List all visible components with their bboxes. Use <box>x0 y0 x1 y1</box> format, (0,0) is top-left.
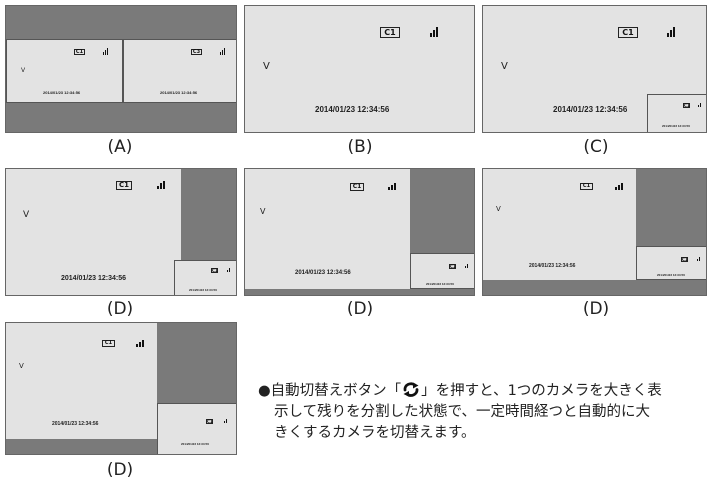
pip-window: C1 2014/01/23 12:34:56 <box>647 94 706 132</box>
mode-mark: V <box>19 362 24 370</box>
timestamp: 2014/01/23 12:34:56 <box>426 282 454 286</box>
mode-mark: V <box>496 205 501 213</box>
camera-tag: C1 <box>681 257 688 262</box>
signal-bars-icon <box>697 257 700 261</box>
caption-c: (C) <box>583 137 609 157</box>
camera-tag: C1 <box>74 49 85 55</box>
camera-tag: C1 <box>206 419 213 424</box>
sub-pane: C1 2014/01/23 12:34:56 <box>157 403 236 454</box>
signal-bars-icon <box>224 419 227 423</box>
camera-tag: C1 <box>380 27 400 38</box>
sub-pane: C1 2014/01/23 12:34:56 <box>174 260 236 295</box>
layout-c-pip: C1 V 2014/01/23 12:34:56 C1 2014/01/23 1… <box>482 5 707 133</box>
signal-bars-icon <box>615 183 623 190</box>
signal-bars-icon <box>136 340 144 347</box>
main-pane: C1 V 2014/01/23 12:34:56 <box>483 169 636 280</box>
timestamp: 2014/01/23 12:34:56 <box>181 442 209 446</box>
timestamp: 2014/01/23 12:34:56 <box>189 288 217 292</box>
mode-mark: V <box>260 207 266 216</box>
auto-switch-icon <box>403 382 419 397</box>
camera-tag: C3 <box>191 49 202 55</box>
description-line-3: きくするカメラを切替えます。 <box>274 425 476 441</box>
layout-a-right-pane: C3 2014/01/23 12:34:56 <box>123 39 236 103</box>
camera-tag: C1 <box>449 264 456 269</box>
description-text-1b: 」を押すと、1つのカメラを大きく表 <box>421 383 662 399</box>
timestamp: 2014/01/23 12:34:56 <box>160 90 198 95</box>
layout-d-variant-4: C1 V 2014/01/23 12:34:56 C1 2014/01/23 1… <box>5 322 237 455</box>
mode-mark: V <box>501 61 508 72</box>
caption-d-3: (D) <box>582 299 610 319</box>
signal-bars-icon <box>388 183 396 190</box>
mode-mark: V <box>263 61 270 72</box>
signal-bars-icon <box>157 181 165 189</box>
description-text-1a: 自動切替えボタン「 <box>270 383 402 399</box>
layout-d-variant-2: C1 V 2014/01/23 12:34:56 C1 2014/01/23 1… <box>244 168 475 296</box>
sub-pane: C1 2014/01/23 12:34:56 <box>636 246 706 280</box>
layout-a-split-two: C1 V 2014/01/23 12:34:56 C3 2014/01/23 1… <box>5 5 237 133</box>
main-pane: C1 V 2014/01/23 12:34:56 <box>6 169 181 295</box>
camera-tag: C1 <box>102 340 115 347</box>
signal-bars-icon <box>667 27 675 37</box>
auto-switch-description: ●自動切替えボタン「 」を押すと、1つのカメラを大きく表 示して残りを分割した状態… <box>258 381 707 444</box>
timestamp: 2014/01/23 12:34:56 <box>52 421 99 427</box>
timestamp: 2014/01/23 12:34:56 <box>657 273 685 277</box>
bullet: ● <box>258 383 271 399</box>
sub-pane: C1 2014/01/23 12:34:56 <box>410 253 474 289</box>
timestamp: 2014/01/23 12:34:56 <box>529 263 576 269</box>
camera-tag: C1 <box>683 103 690 108</box>
signal-bars-icon <box>220 48 225 55</box>
description-line-2: 示して残りを分割した状態で、一定時間経つと自動的に大 <box>274 404 650 420</box>
signal-bars-icon <box>103 48 108 55</box>
camera-tag: C1 <box>211 268 218 273</box>
camera-tag: C1 <box>350 183 364 191</box>
timestamp: 2014/01/23 12:34:56 <box>315 105 390 114</box>
main-pane: C1 V 2014/01/23 12:34:56 <box>245 169 410 289</box>
camera-tag: C1 <box>618 27 638 38</box>
description-line-1: ●自動切替えボタン「 」を押すと、1つのカメラを大きく表 <box>258 381 707 402</box>
camera-tag: C1 <box>580 183 593 190</box>
mode-mark: V <box>23 210 30 220</box>
camera-tag: C1 <box>116 181 132 190</box>
main-pane: C1 V 2014/01/23 12:34:56 <box>6 323 157 439</box>
timestamp: 2014/01/23 12:34:56 <box>61 275 126 282</box>
caption-a: (A) <box>107 137 133 157</box>
caption-d-4: (D) <box>106 460 134 480</box>
signal-bars-icon <box>465 264 468 268</box>
caption-b: (B) <box>347 137 373 157</box>
layout-b-single: C1 V 2014/01/23 12:34:56 <box>244 5 475 133</box>
caption-d-2: (D) <box>346 299 374 319</box>
layout-a-left-pane: C1 V 2014/01/23 12:34:56 <box>6 39 123 103</box>
layout-d-variant-3: C1 V 2014/01/23 12:34:56 C1 2014/01/23 1… <box>482 168 707 296</box>
mode-mark: V <box>21 67 26 74</box>
signal-bars-icon <box>698 103 701 107</box>
layout-d-variant-1: C1 V 2014/01/23 12:34:56 C1 2014/01/23 1… <box>5 168 237 296</box>
signal-bars-icon <box>227 268 230 272</box>
timestamp: 2014/01/23 12:34:56 <box>553 105 628 114</box>
signal-bars-icon <box>430 27 438 37</box>
timestamp: 2014/01/23 12:34:56 <box>295 270 351 276</box>
timestamp: 2014/01/23 12:34:56 <box>662 124 690 128</box>
timestamp: 2014/01/23 12:34:56 <box>43 90 81 95</box>
caption-d-1: (D) <box>106 299 134 319</box>
